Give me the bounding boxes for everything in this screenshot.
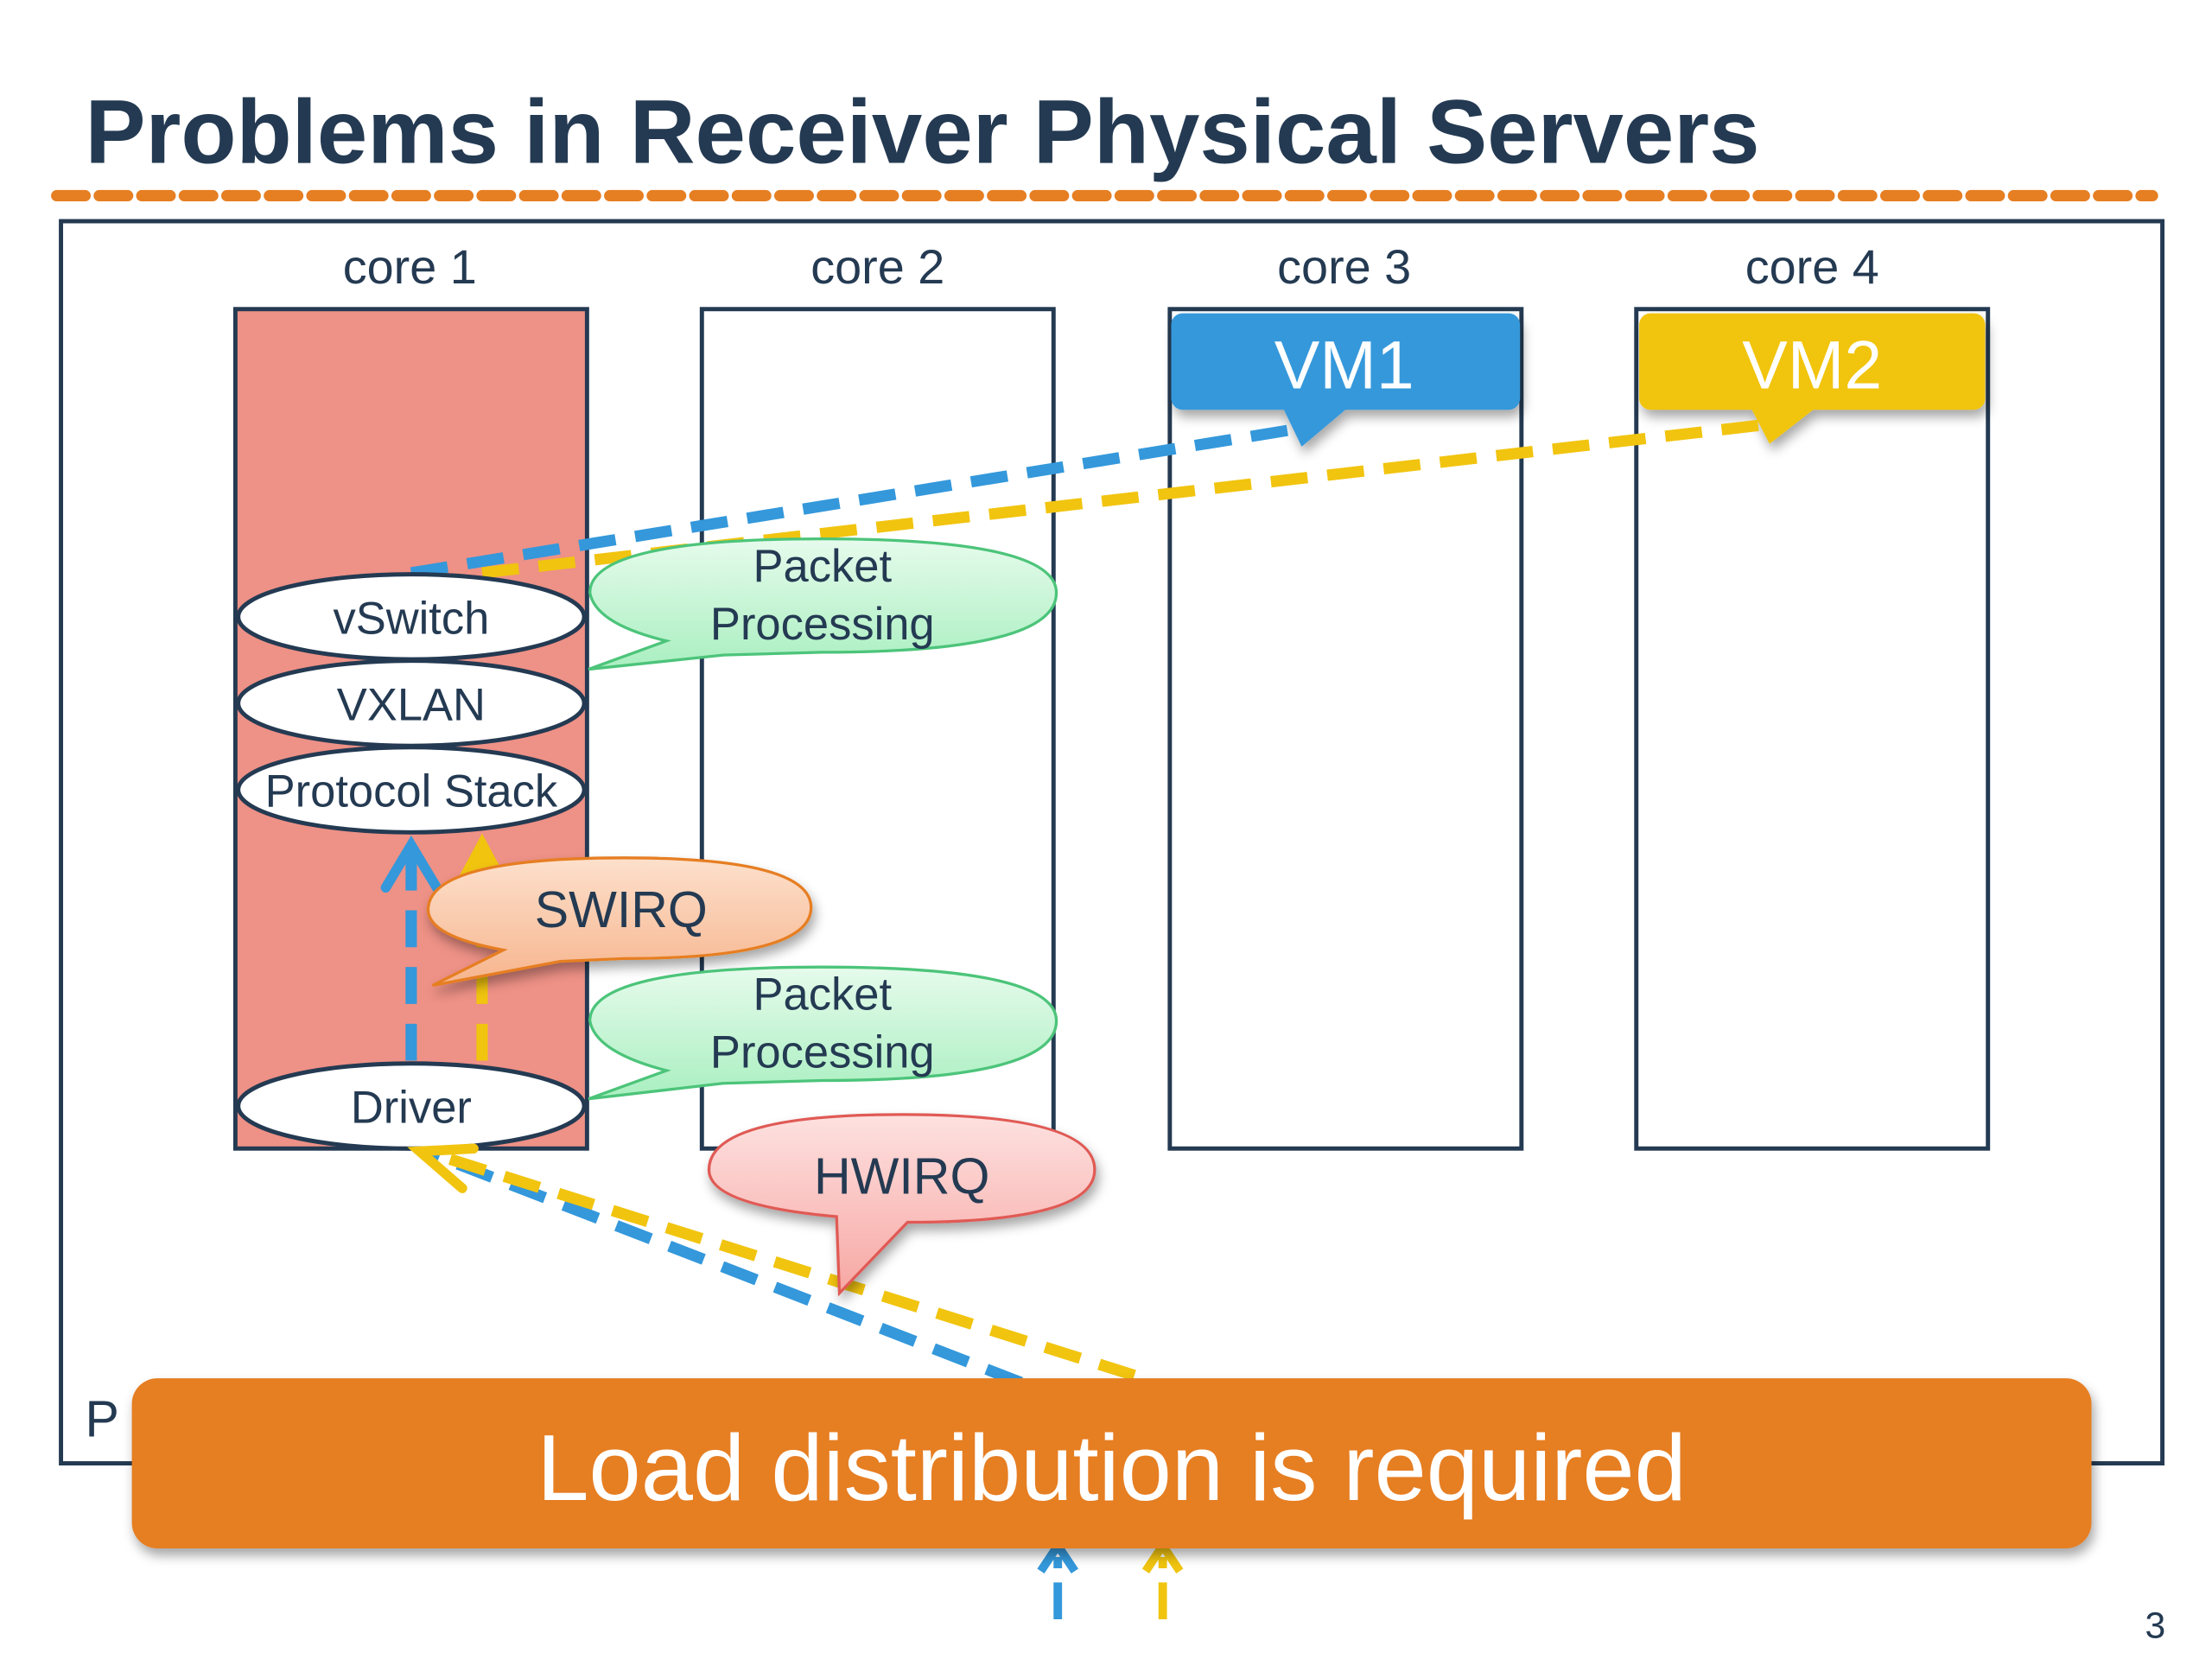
packet-processing-lower-line2: Processing bbox=[710, 1027, 935, 1078]
driver-label: Driver bbox=[351, 1083, 472, 1134]
vm1-label: VM1 bbox=[1274, 327, 1414, 404]
flow-nic-to-driver-vm1 bbox=[423, 1146, 1023, 1389]
protocol-stack-label: Protocol Stack bbox=[265, 766, 558, 817]
page-number: 3 bbox=[2145, 1605, 2165, 1646]
packet-processing-lower-line1: Packet bbox=[753, 969, 893, 1020]
arrowhead-driver-icon bbox=[407, 1143, 479, 1193]
load-distribution-banner bbox=[131, 1378, 2092, 1548]
swirq-label: SWIRQ bbox=[535, 881, 708, 938]
packet-processing-bubble-lower bbox=[588, 965, 1058, 1101]
core-3-label: core 3 bbox=[1277, 239, 1411, 294]
swirq-bubble bbox=[426, 856, 813, 988]
core-3-box bbox=[1167, 307, 1524, 1151]
physical-server-label: P bbox=[85, 1390, 118, 1447]
vswitch-label: vSwitch bbox=[333, 594, 489, 645]
hwirq-bubble bbox=[707, 1113, 1096, 1297]
packet-processing-bubble-upper bbox=[588, 537, 1058, 671]
arrowhead-up-vm1-icon bbox=[380, 835, 442, 893]
vxlan-label: VXLAN bbox=[337, 680, 486, 731]
vm2-label: VM2 bbox=[1742, 327, 1882, 404]
packet-processing-upper-line1: Packet bbox=[753, 541, 893, 592]
flow-vswitch-to-vm2 bbox=[481, 416, 1785, 579]
flow-vswitch-to-vm1 bbox=[410, 419, 1320, 579]
banner-text: Load distribution is required bbox=[537, 1415, 1686, 1520]
slide-title: Problems in Receiver Physical Servers bbox=[85, 82, 1759, 183]
core-1-label: core 1 bbox=[343, 239, 477, 294]
core-2-label: core 2 bbox=[810, 239, 944, 294]
core-4-box bbox=[1634, 307, 1991, 1151]
packet-processing-upper-line2: Processing bbox=[710, 599, 935, 650]
flow-nic-to-driver-vm2 bbox=[423, 1146, 1136, 1382]
core-4-label: core 4 bbox=[1745, 239, 1879, 294]
protocol-stack-layer bbox=[236, 745, 587, 835]
hwirq-label: HWIRQ bbox=[814, 1148, 989, 1205]
